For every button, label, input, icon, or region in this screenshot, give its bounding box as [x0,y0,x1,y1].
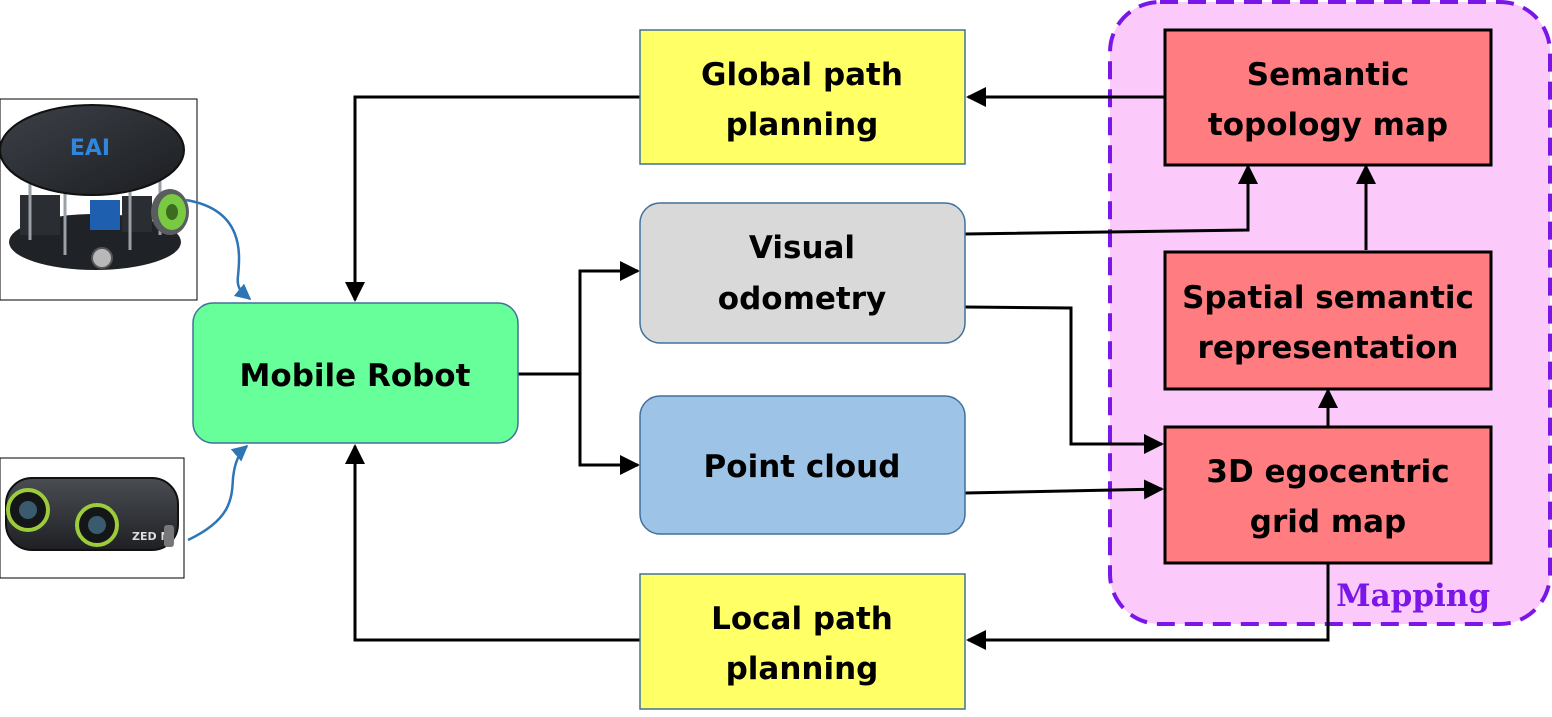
grid-map-label-line1: 3D egocentric [1206,454,1449,490]
arrow-local-planning-to-robot [345,444,640,642]
spatial-semantic-label-line1: Spatial semantic [1182,280,1474,316]
mobile-robot-node: Mobile Robot [192,302,519,444]
grid-map-label-line2: grid map [1250,504,1407,540]
arrow-global-planning-to-robot [345,95,640,302]
visual-odometry-node: Visual odometry [639,202,966,344]
arrow-point-cloud-to-grid-map [964,479,1164,500]
local-planning-label-line1: Local path [711,601,893,637]
mobile-robot-label: Mobile Robot [240,358,471,394]
visual-odometry-label-line1: Visual [749,230,855,266]
point-cloud-node: Point cloud [639,395,966,535]
semantic-topology-map-node: Semantic topology map [1163,28,1493,167]
mapping-label: Mapping [1336,578,1490,614]
arrow-robot-to-point-cloud [578,374,640,475]
connectors [345,87,1376,650]
semantic-topology-label-line2: topology map [1208,107,1448,143]
local-planning-label-line2: planning [726,651,879,687]
global-planning-label-line1: Global path [701,57,903,93]
visual-odometry-label-line2: odometry [718,281,886,317]
spatial-semantic-representation-node: Spatial semantic representation [1163,250,1493,391]
egocentric-grid-map-node: 3D egocentric grid map [1163,425,1493,565]
stereo-camera-image: ZED M [0,457,185,579]
global-planning-label-line2: planning [726,107,879,143]
robot-logo-text: EAI [70,136,110,161]
local-path-planning-node: Local path planning [639,573,966,710]
arrow-grid-to-local-planning [966,564,1330,650]
spatial-semantic-label-line2: representation [1198,330,1459,366]
semantic-topology-label-line1: Semantic [1247,57,1409,93]
robot-base-image: EAI [0,98,198,301]
global-path-planning-node: Global path planning [639,29,966,165]
point-cloud-label: Point cloud [704,449,901,485]
camera-brand-text: ZED M [132,530,171,543]
sensor-links [185,198,252,542]
arrow-robot-to-visual-odometry [518,261,640,376]
arrow-odometry-to-grid-map [964,305,1164,454]
arrow-odometry-to-topology [964,164,1258,236]
